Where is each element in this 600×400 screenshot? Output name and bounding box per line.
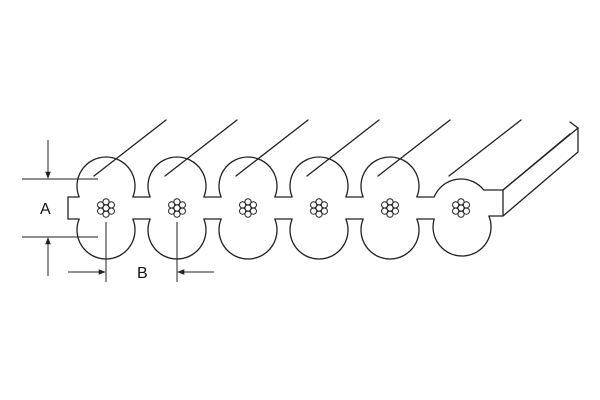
ribbon-top-edge-line <box>93 119 167 177</box>
conductor-strand <box>178 201 186 209</box>
dimension-b: B <box>68 222 214 282</box>
conductor <box>97 198 115 218</box>
conductor-strand <box>239 201 247 209</box>
conductor-strand <box>310 207 318 215</box>
ribbon-end-face <box>502 121 579 217</box>
conductor <box>168 198 186 218</box>
ribbon-cross-section-outline <box>67 156 504 260</box>
conductor <box>239 198 257 218</box>
conductor-strand <box>462 201 470 209</box>
conductor-strand <box>244 210 252 218</box>
conductor-strand <box>381 207 389 215</box>
conductors-group <box>97 198 470 218</box>
conductor <box>310 198 328 218</box>
conductor-strand <box>168 207 176 215</box>
conductor-strand <box>452 207 460 215</box>
ribbon-top-edge-line <box>164 119 238 177</box>
conductor-strand <box>173 198 181 206</box>
conductor-strand <box>457 210 465 218</box>
conductor-strand <box>310 201 318 209</box>
conductor-strand <box>173 210 181 218</box>
conductor-strand <box>244 198 252 206</box>
conductor <box>452 198 470 218</box>
conductor-strand <box>97 201 105 209</box>
conductor-strand <box>457 198 465 206</box>
ribbon-top-edge-line <box>448 119 522 177</box>
ribbon-top-edge-line <box>377 119 451 177</box>
conductor-strand <box>168 201 176 209</box>
conductor-strand <box>386 210 394 218</box>
conductor <box>381 198 399 218</box>
conductor-strand <box>315 198 323 206</box>
ribbon-top-edges <box>93 119 571 191</box>
conductor-strand <box>249 201 257 209</box>
ribbon-top-edge-line <box>235 119 309 177</box>
conductor-strand <box>102 210 110 218</box>
dimension-b-label: B <box>137 265 148 282</box>
conductor-strand <box>452 201 460 209</box>
conductor-strand <box>97 207 105 215</box>
conductor-strand <box>386 198 394 206</box>
conductor-strand <box>381 201 389 209</box>
conductor-strand <box>239 207 247 215</box>
conductor-strand <box>102 198 110 206</box>
conductor-strand <box>391 201 399 209</box>
conductor-strand <box>315 210 323 218</box>
conductor-strand <box>107 201 115 209</box>
dimension-a-label: A <box>40 201 51 218</box>
ribbon-top-edge-line <box>306 119 380 177</box>
dimension-a: A <box>22 140 98 276</box>
conductor-strand <box>320 201 328 209</box>
